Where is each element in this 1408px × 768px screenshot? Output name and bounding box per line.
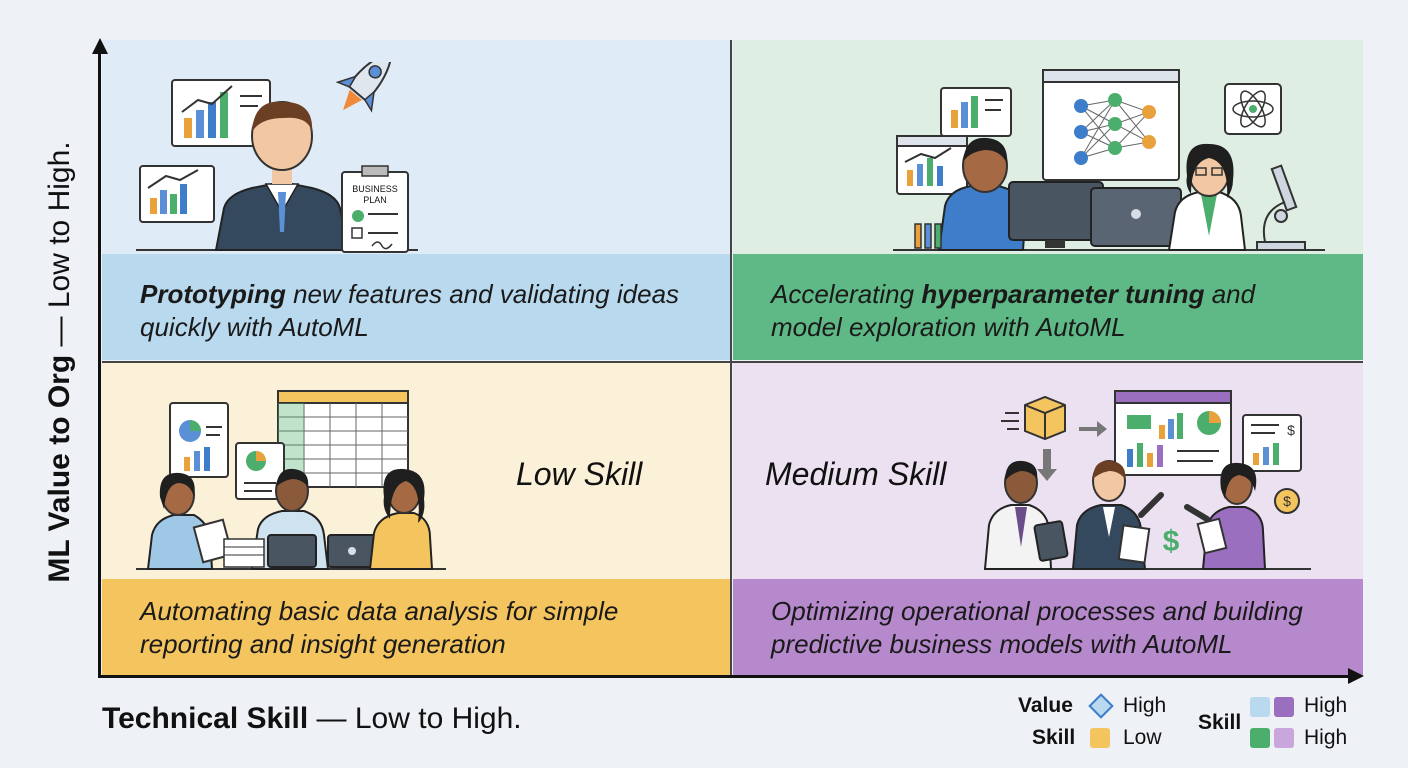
band-text: Automating basic data analysis for simpl…	[140, 596, 619, 659]
business-models-band: Optimizing operational processes and bui…	[733, 579, 1363, 675]
quadrant-bottom-left: Low Skill Automating basic data analysis…	[102, 363, 730, 675]
band-bold-text: hyperparameter tuning	[921, 279, 1205, 309]
y-axis-label-rest: — Low to High.	[43, 141, 76, 355]
svg-text:$: $	[1283, 493, 1291, 509]
x-axis-label-rest: — Low to High.	[308, 702, 522, 735]
hyperparameter-illustration	[893, 69, 1325, 251]
quadrant-bottom-right: Medium Skill $ $ $	[733, 363, 1363, 675]
svg-text:$: $	[1163, 525, 1180, 558]
x-axis-line	[98, 675, 1352, 678]
y-axis-label: ML Value to Org — Low to High.	[43, 141, 77, 582]
low-skill-label: Low Skill	[516, 456, 643, 492]
doc-label-plan: PLAN	[363, 195, 387, 205]
medium-skill-label: Medium Skill	[765, 456, 947, 492]
doc-label-business: BUSINESS	[352, 184, 398, 194]
y-axis-line	[98, 50, 101, 678]
quadrant-top-right: Accelerating hyperparameter tuning and m…	[733, 40, 1363, 360]
x-axis-label-bold: Technical Skill	[102, 702, 309, 735]
data-analysis-band: Automating basic data analysis for simpl…	[102, 579, 730, 675]
band-bold-text: Prototyping	[140, 279, 286, 309]
vertical-divider	[730, 40, 732, 675]
prototyping-band: Prototyping new features and validating …	[102, 254, 730, 360]
x-axis-label: Technical Skill — Low to High.	[102, 702, 522, 736]
prototyping-illustration: BUSINESS PLAN	[136, 62, 418, 253]
y-axis-label-bold: ML Value to Org	[43, 354, 76, 583]
svg-text:$: $	[1287, 422, 1295, 438]
band-text: and model exploration with AutoML	[771, 279, 1256, 342]
x-axis-arrow-icon	[1348, 668, 1364, 684]
data-analysis-illustration	[136, 390, 446, 570]
quadrant-top-left: BUSINESS PLAN Prototyping new features a…	[102, 40, 730, 360]
business-models-illustration: $ $ $	[983, 390, 1311, 570]
hyperparameter-band: Accelerating hyperparameter tuning and m…	[733, 254, 1363, 360]
y-axis-arrow-icon	[92, 38, 108, 54]
band-text: Optimizing operational processes and bui…	[771, 596, 1303, 659]
horizontal-divider	[102, 361, 1363, 363]
band-text-pre: Accelerating	[771, 279, 922, 309]
band-text: new features and validating ideas quickl…	[140, 279, 680, 342]
